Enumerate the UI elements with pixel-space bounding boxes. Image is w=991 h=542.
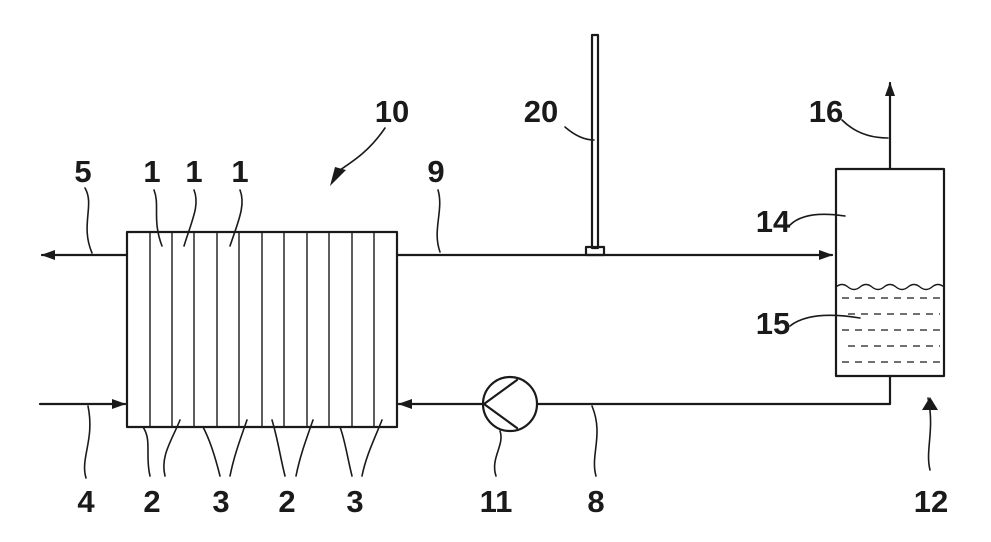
label-plate-bottom-e: 3	[212, 484, 229, 519]
cell-stack	[127, 232, 397, 427]
label-plate-bottom-a: 2	[143, 484, 160, 519]
leader-vent	[842, 120, 888, 138]
reference-labels: 5 1 1 1 10 9 20 16 14 15 12 8 11 4 2 3 2…	[74, 94, 948, 519]
leader-plate-top-c	[230, 190, 242, 246]
return-line-upstream	[538, 376, 890, 404]
separator-pointer-head	[922, 397, 938, 410]
leader-stack	[340, 128, 385, 170]
leader-sensor	[565, 127, 594, 140]
label-stack: 10	[375, 94, 409, 129]
label-inlet: 4	[77, 484, 95, 519]
leader-plate-bottom-f	[230, 420, 247, 476]
pump	[483, 377, 537, 431]
sensor-rod	[592, 35, 598, 248]
liquid-surface	[836, 285, 944, 290]
label-liquid: 15	[756, 306, 790, 341]
leader-plate-top-a	[154, 190, 162, 246]
leader-pump	[495, 431, 501, 476]
label-plate-bottom-b: 2	[278, 484, 295, 519]
label-separator: 12	[914, 484, 948, 519]
leader-liquid	[790, 315, 860, 326]
leader-plate-bottom-d	[340, 427, 352, 476]
leader-feed	[437, 190, 440, 252]
label-plate-top-a: 1	[143, 154, 160, 189]
stack-plates	[150, 232, 374, 427]
label-vent: 16	[809, 94, 843, 129]
label-gas-space: 14	[756, 204, 791, 239]
label-pump: 11	[480, 484, 513, 519]
tank-outline	[836, 169, 944, 376]
stack-pointer-head	[330, 167, 346, 186]
label-plate-top-b: 1	[185, 154, 202, 189]
label-sensor: 20	[524, 94, 558, 129]
leader-plate-bottom-b	[203, 427, 220, 476]
label-plate-top-c: 1	[231, 154, 248, 189]
label-outlet: 5	[74, 154, 91, 189]
label-feed-line: 9	[427, 154, 444, 189]
leader-outlet	[85, 188, 92, 253]
label-return-line: 8	[587, 484, 604, 519]
leader-plate-bottom-a	[143, 427, 150, 476]
label-plate-bottom-f: 3	[346, 484, 363, 519]
leader-return-line	[592, 406, 597, 476]
separator-tank	[836, 169, 944, 376]
leader-plate-bottom-e	[164, 420, 180, 476]
sensor-probe	[586, 35, 604, 255]
leader-inlet	[85, 406, 90, 478]
leader-plate-bottom-c	[272, 420, 285, 476]
leader-plate-bottom-h	[362, 420, 382, 476]
leader-plate-bottom-g	[296, 420, 313, 476]
